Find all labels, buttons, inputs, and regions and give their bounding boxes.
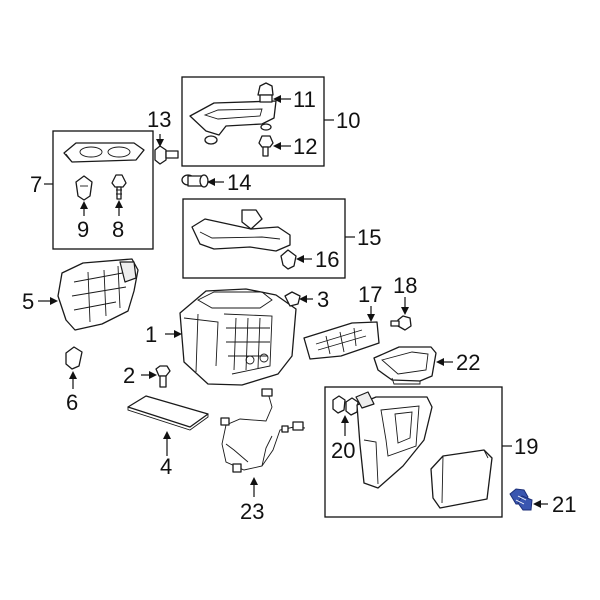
part-upper-bracket (191, 209, 291, 252)
callout-15: 15 (357, 225, 381, 250)
callout-1: 1 (145, 322, 157, 347)
part-13-pin (154, 145, 179, 165)
part-2-bolt (155, 365, 171, 388)
callout-10: 10 (336, 108, 360, 133)
callout-20: 20 (331, 438, 355, 463)
part-9-clip (75, 175, 93, 201)
callout-18: 18 (393, 273, 417, 298)
group-box-15 (182, 198, 346, 279)
part-12-screw (258, 135, 274, 157)
callout-4: 4 (160, 454, 172, 479)
callout-3: 3 (317, 287, 329, 312)
callout-13: 13 (147, 107, 171, 132)
callout-21: 21 (552, 492, 576, 517)
part-1-console-box (179, 288, 297, 386)
callout-6: 6 (66, 390, 78, 415)
part-cup-holder-lid (63, 142, 145, 163)
callout-19: 19 (514, 434, 538, 459)
part-4-mat (127, 395, 209, 431)
callout-14: 14 (227, 170, 251, 195)
callout-9: 9 (77, 217, 89, 242)
part-19-rear-panel (355, 391, 433, 489)
part-8-screw (111, 174, 127, 200)
part-19-lower-box (430, 449, 493, 509)
callout-23: 23 (240, 499, 264, 524)
callout-22: 22 (456, 350, 480, 375)
part-18-screw (390, 315, 412, 331)
part-16-clip (280, 249, 297, 270)
callout-8: 8 (112, 217, 124, 242)
group-box-7 (52, 130, 154, 250)
callout-2: 2 (123, 363, 135, 388)
callout-11: 11 (293, 87, 316, 112)
part-21-screw-highlighted[interactable] (509, 488, 533, 511)
callout-12: 12 (293, 134, 317, 159)
group-box-10 (181, 76, 325, 167)
callout-7: 7 (30, 172, 42, 197)
part-armrest-frame (189, 100, 277, 145)
part-20-clips (332, 395, 359, 416)
callout-16: 16 (315, 247, 339, 272)
part-6-clip (65, 346, 83, 370)
part-22-panel (373, 346, 437, 385)
part-14-connector (181, 174, 209, 188)
callout-5: 5 (22, 289, 34, 314)
callout-17: 17 (358, 282, 382, 307)
part-3-clip (284, 291, 301, 307)
part-23-wire-harness (220, 388, 306, 473)
part-5-side-panel (57, 258, 139, 331)
part-11-bumper (257, 82, 274, 103)
group-box-19 (324, 386, 503, 518)
part-17-tray (303, 321, 380, 360)
